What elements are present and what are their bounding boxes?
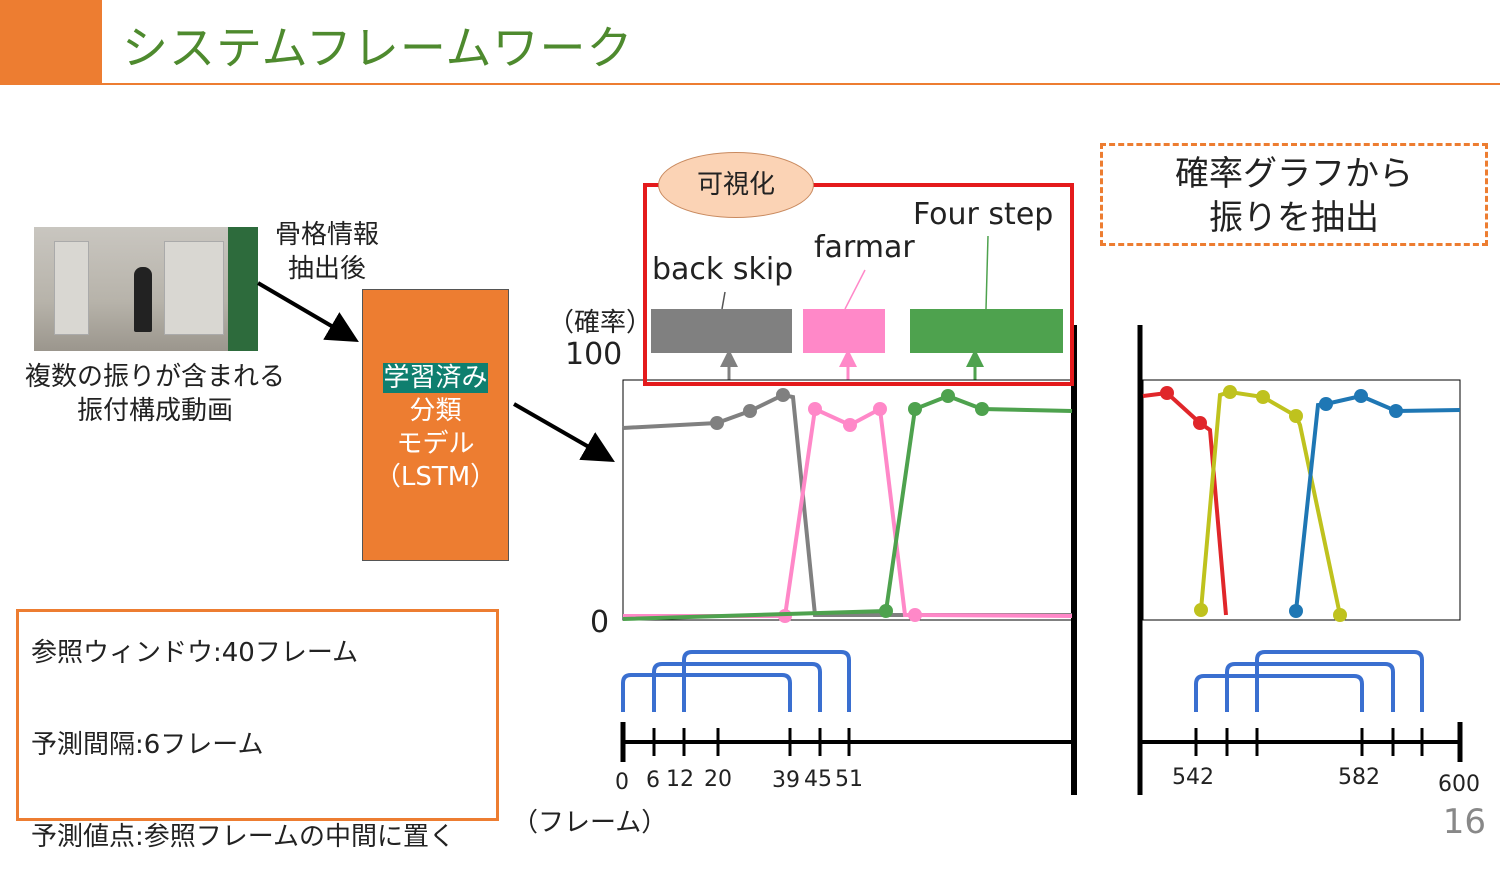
tick-label: 12	[666, 767, 694, 792]
page-title: システムフレームワーク	[122, 21, 634, 75]
tick-label: 39	[772, 768, 800, 793]
tick-label: 6	[646, 768, 660, 793]
legend-bar-back-skip	[651, 309, 792, 353]
y-min-label: 0	[590, 605, 610, 640]
data-point-farmar	[843, 418, 857, 432]
data-point-yellow	[1256, 390, 1270, 404]
note-line1: 確率グラフから	[1175, 154, 1413, 194]
data-point-blue	[1319, 397, 1333, 411]
y-max-label: 100	[565, 337, 623, 372]
data-point-blue	[1289, 604, 1303, 618]
extraction-label-line2: 抽出後	[287, 254, 366, 284]
data-point-four-step	[975, 402, 989, 416]
model-line3: モデル	[396, 429, 475, 459]
right-plot-area	[1142, 379, 1461, 621]
video-caption: 複数の振りが含まれる 振付構成動画	[10, 360, 300, 428]
page-number: 16	[1442, 802, 1486, 842]
legend-bar-four-step	[910, 309, 1063, 353]
legend-farmar: farmar	[814, 230, 915, 265]
setting-window: 参照ウィンドウ:40フレーム	[31, 638, 359, 668]
data-point-yellow	[1333, 608, 1347, 622]
window-bracket	[1225, 662, 1395, 712]
data-point-farmar	[808, 402, 822, 416]
tick-label: 582	[1338, 765, 1380, 790]
extraction-label-line1: 骨格情報	[274, 220, 379, 250]
series-line-red	[1142, 390, 1228, 616]
window-bracket	[652, 662, 822, 712]
legend-four-step: Four step	[913, 197, 1054, 232]
tick-label: 45	[804, 767, 832, 792]
header-accent	[0, 0, 102, 84]
model-line4: （LSTM）	[374, 462, 497, 492]
series-line-farmar	[623, 405, 1073, 618]
window-bracket	[682, 650, 851, 712]
data-point-red	[1193, 416, 1207, 430]
data-point-blue	[1389, 404, 1403, 418]
extraction-note: 確率グラフから 振りを抽出	[1100, 143, 1488, 246]
tick-label: 51	[835, 767, 863, 792]
data-point-four-step	[879, 604, 893, 618]
header-divider	[0, 83, 1500, 85]
video-caption-line1: 複数の振りが含まれる	[24, 362, 285, 392]
model-box: 学習済み 分類 モデル （LSTM）	[362, 289, 509, 561]
data-point-red	[1160, 386, 1174, 400]
arrow-to-chart	[513, 402, 615, 462]
x-axis-label: （フレーム）	[512, 808, 668, 838]
legend-back-skip: back skip	[652, 252, 794, 287]
video-thumbnail	[34, 227, 258, 351]
data-point-farmar	[908, 608, 922, 622]
data-point-yellow	[1289, 409, 1303, 423]
visualization-box	[643, 183, 1074, 386]
tick-label: 542	[1172, 765, 1214, 790]
setting-interval: 予測間隔:6フレーム	[31, 730, 264, 760]
person-figure	[134, 267, 152, 332]
data-point-back-skip	[710, 416, 724, 430]
window-bracket	[621, 673, 792, 712]
data-point-back-skip	[776, 388, 790, 402]
legend-bar-farmar	[803, 309, 885, 353]
note-line2: 振りを抽出	[1209, 198, 1379, 238]
window-bracket	[1255, 650, 1424, 712]
model-highlight: 学習済み	[383, 363, 488, 393]
data-point-four-step	[941, 389, 955, 403]
arrow-to-model	[256, 281, 359, 343]
extraction-label: 骨格情報 抽出後	[262, 218, 392, 286]
tick-label: 20	[704, 767, 732, 792]
series-line-blue	[1294, 393, 1461, 612]
data-point-farmar	[873, 402, 887, 416]
tick-label: 0	[615, 770, 629, 795]
visualize-bubble: 可視化	[658, 152, 814, 218]
model-line2: 分類	[409, 396, 462, 426]
tick-label: 600	[1438, 772, 1480, 797]
data-point-blue	[1354, 389, 1368, 403]
data-point-yellow	[1194, 603, 1208, 617]
data-point-yellow	[1223, 385, 1237, 399]
diagram-svg	[256, 235, 1463, 795]
series-line-four-step	[622, 393, 1073, 621]
data-point-back-skip	[743, 404, 757, 418]
window-bracket	[1194, 674, 1364, 712]
data-point-four-step	[908, 402, 922, 416]
left-plot-area	[622, 379, 1073, 621]
y-axis-label: （確率）	[548, 308, 653, 338]
video-caption-line2: 振付構成動画	[76, 396, 233, 426]
